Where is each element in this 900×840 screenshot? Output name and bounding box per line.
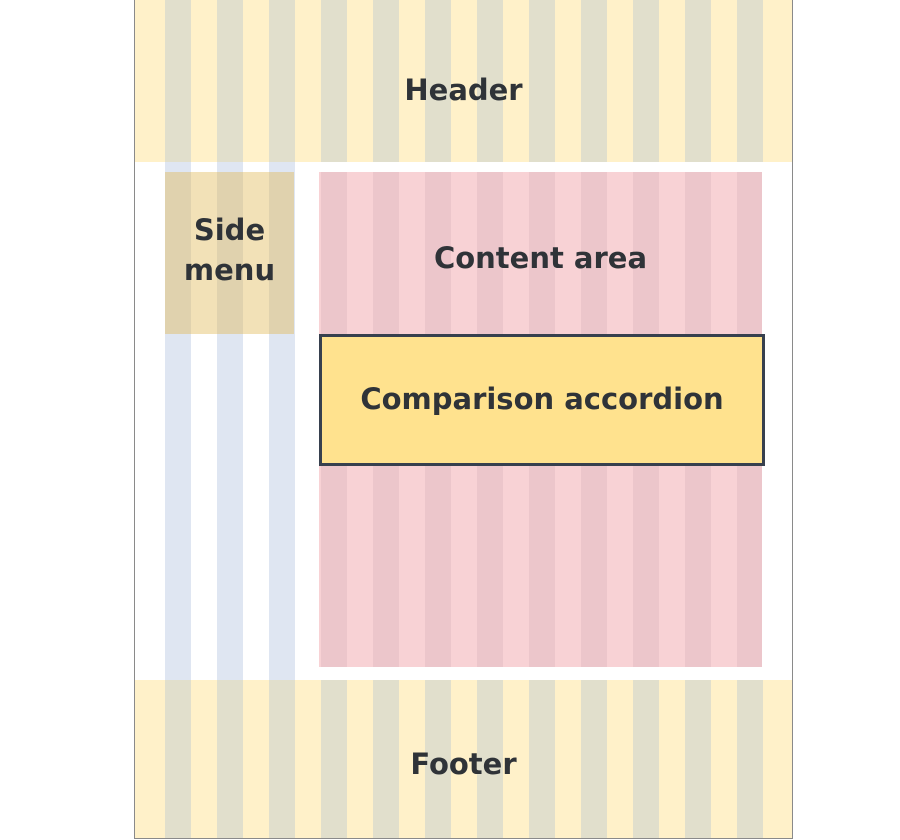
header-label: Header [404, 73, 523, 107]
side-menu-region: Side menu [165, 172, 294, 334]
header-region: Header [135, 0, 792, 162]
comparison-accordion-box: Comparison accordion [319, 334, 765, 466]
comparison-accordion-label: Comparison accordion [360, 382, 724, 416]
content-area-label: Content area [433, 241, 648, 275]
layout-diagram: Header Side menu Content area Comparison… [134, 0, 793, 839]
footer-region: Footer [135, 680, 792, 838]
footer-label: Footer [410, 747, 517, 781]
side-menu-label: Side menu [183, 213, 276, 287]
